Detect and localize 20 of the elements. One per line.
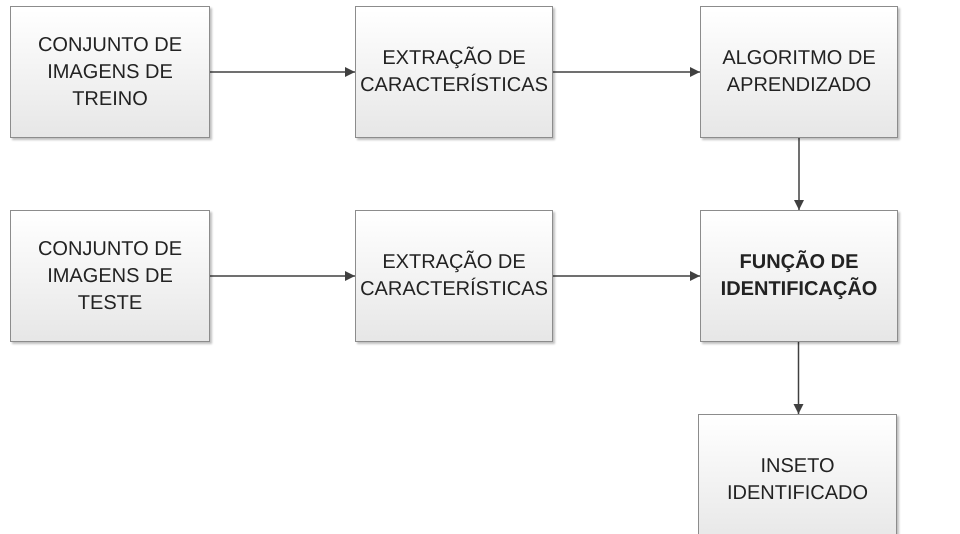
- arrow: [210, 271, 355, 281]
- process-box: [355, 6, 553, 138]
- box-label: ALGORITMO DE APRENDIZADO: [721, 46, 877, 98]
- process-box: [698, 414, 897, 534]
- arrow: [794, 138, 804, 210]
- process-box: [700, 6, 898, 138]
- box-label: INSETO IDENTIFICADO: [726, 454, 870, 506]
- process-box: [10, 210, 210, 342]
- box-label: CONJUNTO DE IMAGENS DE TREINO: [36, 32, 184, 112]
- process-box: [700, 210, 898, 342]
- process-box: [10, 6, 210, 138]
- arrow: [553, 271, 700, 281]
- box-label: FUNÇÃO DE IDENTIFICAÇÃO: [720, 249, 878, 302]
- box-label: CONJUNTO DE IMAGENS DE TESTE: [36, 236, 184, 316]
- arrow: [553, 67, 700, 77]
- box-label: EXTRAÇÃO DE CARACTERÍSTICAS: [359, 46, 549, 98]
- process-box: [355, 210, 553, 342]
- arrow: [210, 67, 355, 77]
- arrow: [794, 342, 804, 414]
- box-label: EXTRAÇÃO DE CARACTERÍSTICAS: [359, 250, 549, 302]
